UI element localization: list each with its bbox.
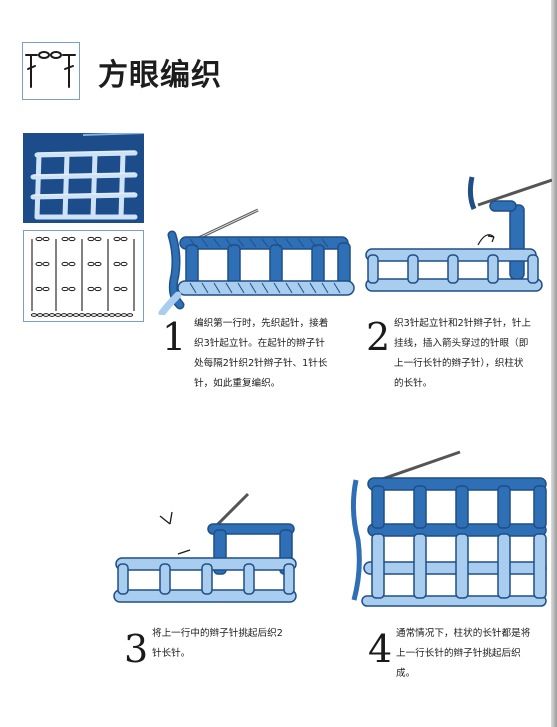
step-3-line: 针长针。	[152, 648, 191, 659]
step-1-line: 针，如此重复编织。	[194, 378, 281, 389]
step-1-text: 编织第一行时，先织起针，接着 织3针起立针。在起针的辫子针 处每隔2针织2针辫子…	[194, 314, 354, 394]
step-2-line: 的长针。	[394, 378, 433, 389]
step-2-number: 2	[366, 315, 391, 359]
step-3-illustration	[110, 492, 310, 618]
step-3-number: 3	[124, 627, 149, 671]
step-2-line: 挂线，插入箭头穿过的针眼（即	[394, 338, 529, 349]
step-4-line: 成。	[396, 668, 416, 679]
step-1-line: 处每隔2针织2针辫子针、1针长	[194, 358, 328, 369]
crochet-chart-diagram	[23, 230, 144, 322]
page-edge	[551, 0, 557, 727]
step-3-line: 将上一行中的辫子针挑起后织2	[152, 628, 283, 639]
step-2-line: 织3针起立针和2针辫子针，针上	[394, 318, 531, 329]
filet-crochet-photo	[23, 133, 144, 223]
step-4-number: 4	[368, 627, 393, 671]
step-2-illustration	[360, 175, 552, 305]
page-title: 方眼编织	[98, 58, 222, 93]
step-4-line: 上一行长针的辫子针挑起后织	[396, 648, 521, 659]
step-4-text: 通常情况下，柱状的长针都是将 上一行长针的辫子针挑起后织 成。	[396, 624, 548, 684]
step-4-illustration	[348, 450, 551, 610]
step-3-text: 将上一行中的辫子针挑起后织2 针长针。	[152, 624, 322, 664]
step-1-line: 编织第一行时，先织起针，接着	[194, 318, 329, 329]
step-1-number: 1	[162, 315, 187, 359]
step-2-text: 织3针起立针和2针辫子针，针上 挂线，插入箭头穿过的针眼（即 上一行长针的辫子针…	[394, 314, 546, 394]
step-1-line: 织3针起立针。在起针的辫子针	[194, 338, 325, 349]
step-4-line: 通常情况下，柱状的长针都是将	[396, 628, 531, 639]
step-2-line: 上一行长针的辫子针），织柱状	[394, 358, 524, 369]
double-crochet-symbol-icon	[22, 42, 80, 100]
step-1-illustration	[150, 205, 360, 315]
